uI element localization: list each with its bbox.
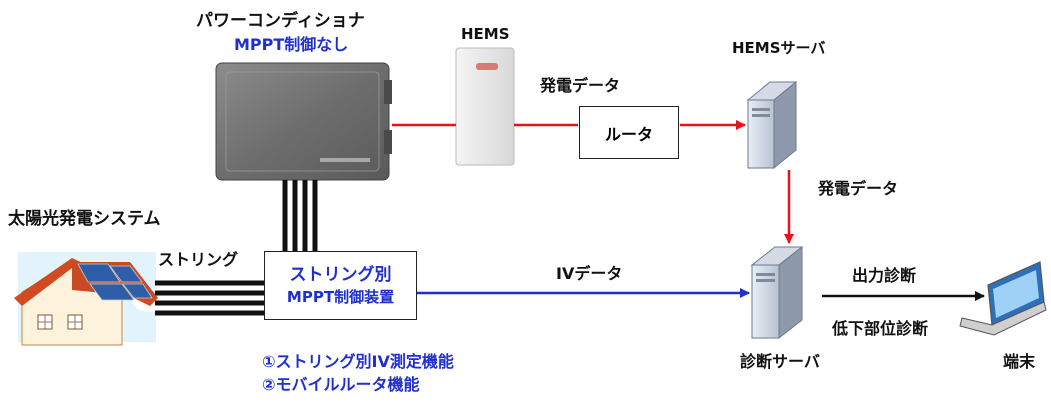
degradation-diagnosis-label: 低下部位診断	[832, 319, 929, 338]
power-conditioner-sublabel: MPPT制御なし	[234, 35, 349, 54]
house-solar-icon	[14, 252, 168, 346]
generation-data-label-side: 発電データ	[818, 179, 899, 198]
hems-label: HEMS	[461, 25, 510, 43]
output-diagnosis-label: 出力診断	[852, 266, 917, 285]
router-box: ルータ	[579, 106, 679, 159]
power-conditioner-label: パワーコンディショナ	[196, 11, 365, 31]
hems-server-label: HEMSサーバ	[732, 39, 826, 57]
iv-data-label: IVデータ	[556, 264, 623, 283]
hems-unit-icon	[455, 47, 515, 166]
feature-2-label: ②モバイルルータ機能	[262, 375, 420, 394]
mppt-device-label-line1: ストリング別	[289, 264, 392, 285]
feature-1-label: ①ストリング別IV測定機能	[262, 352, 454, 371]
string-label: ストリング	[158, 250, 239, 269]
solar-system-label: 太陽光発電システム	[8, 209, 161, 229]
dc-cables-to-power-conditioner	[282, 180, 318, 252]
string-mppt-device-box: ストリング別 MPPT制御装置	[264, 251, 417, 320]
string-cables	[155, 280, 265, 316]
hems-server-icon	[746, 80, 798, 170]
laptop-terminal-icon	[959, 261, 1047, 336]
generation-data-label-top: 発電データ	[540, 76, 621, 95]
mppt-device-label-line2: MPPT制御装置	[286, 287, 395, 306]
router-label: ルータ	[604, 124, 653, 144]
terminal-label: 端末	[1003, 352, 1036, 371]
diagnosis-server-label: 診断サーバ	[740, 352, 820, 371]
power-conditioner-icon	[215, 62, 392, 181]
diagnosis-server-icon	[750, 245, 804, 340]
